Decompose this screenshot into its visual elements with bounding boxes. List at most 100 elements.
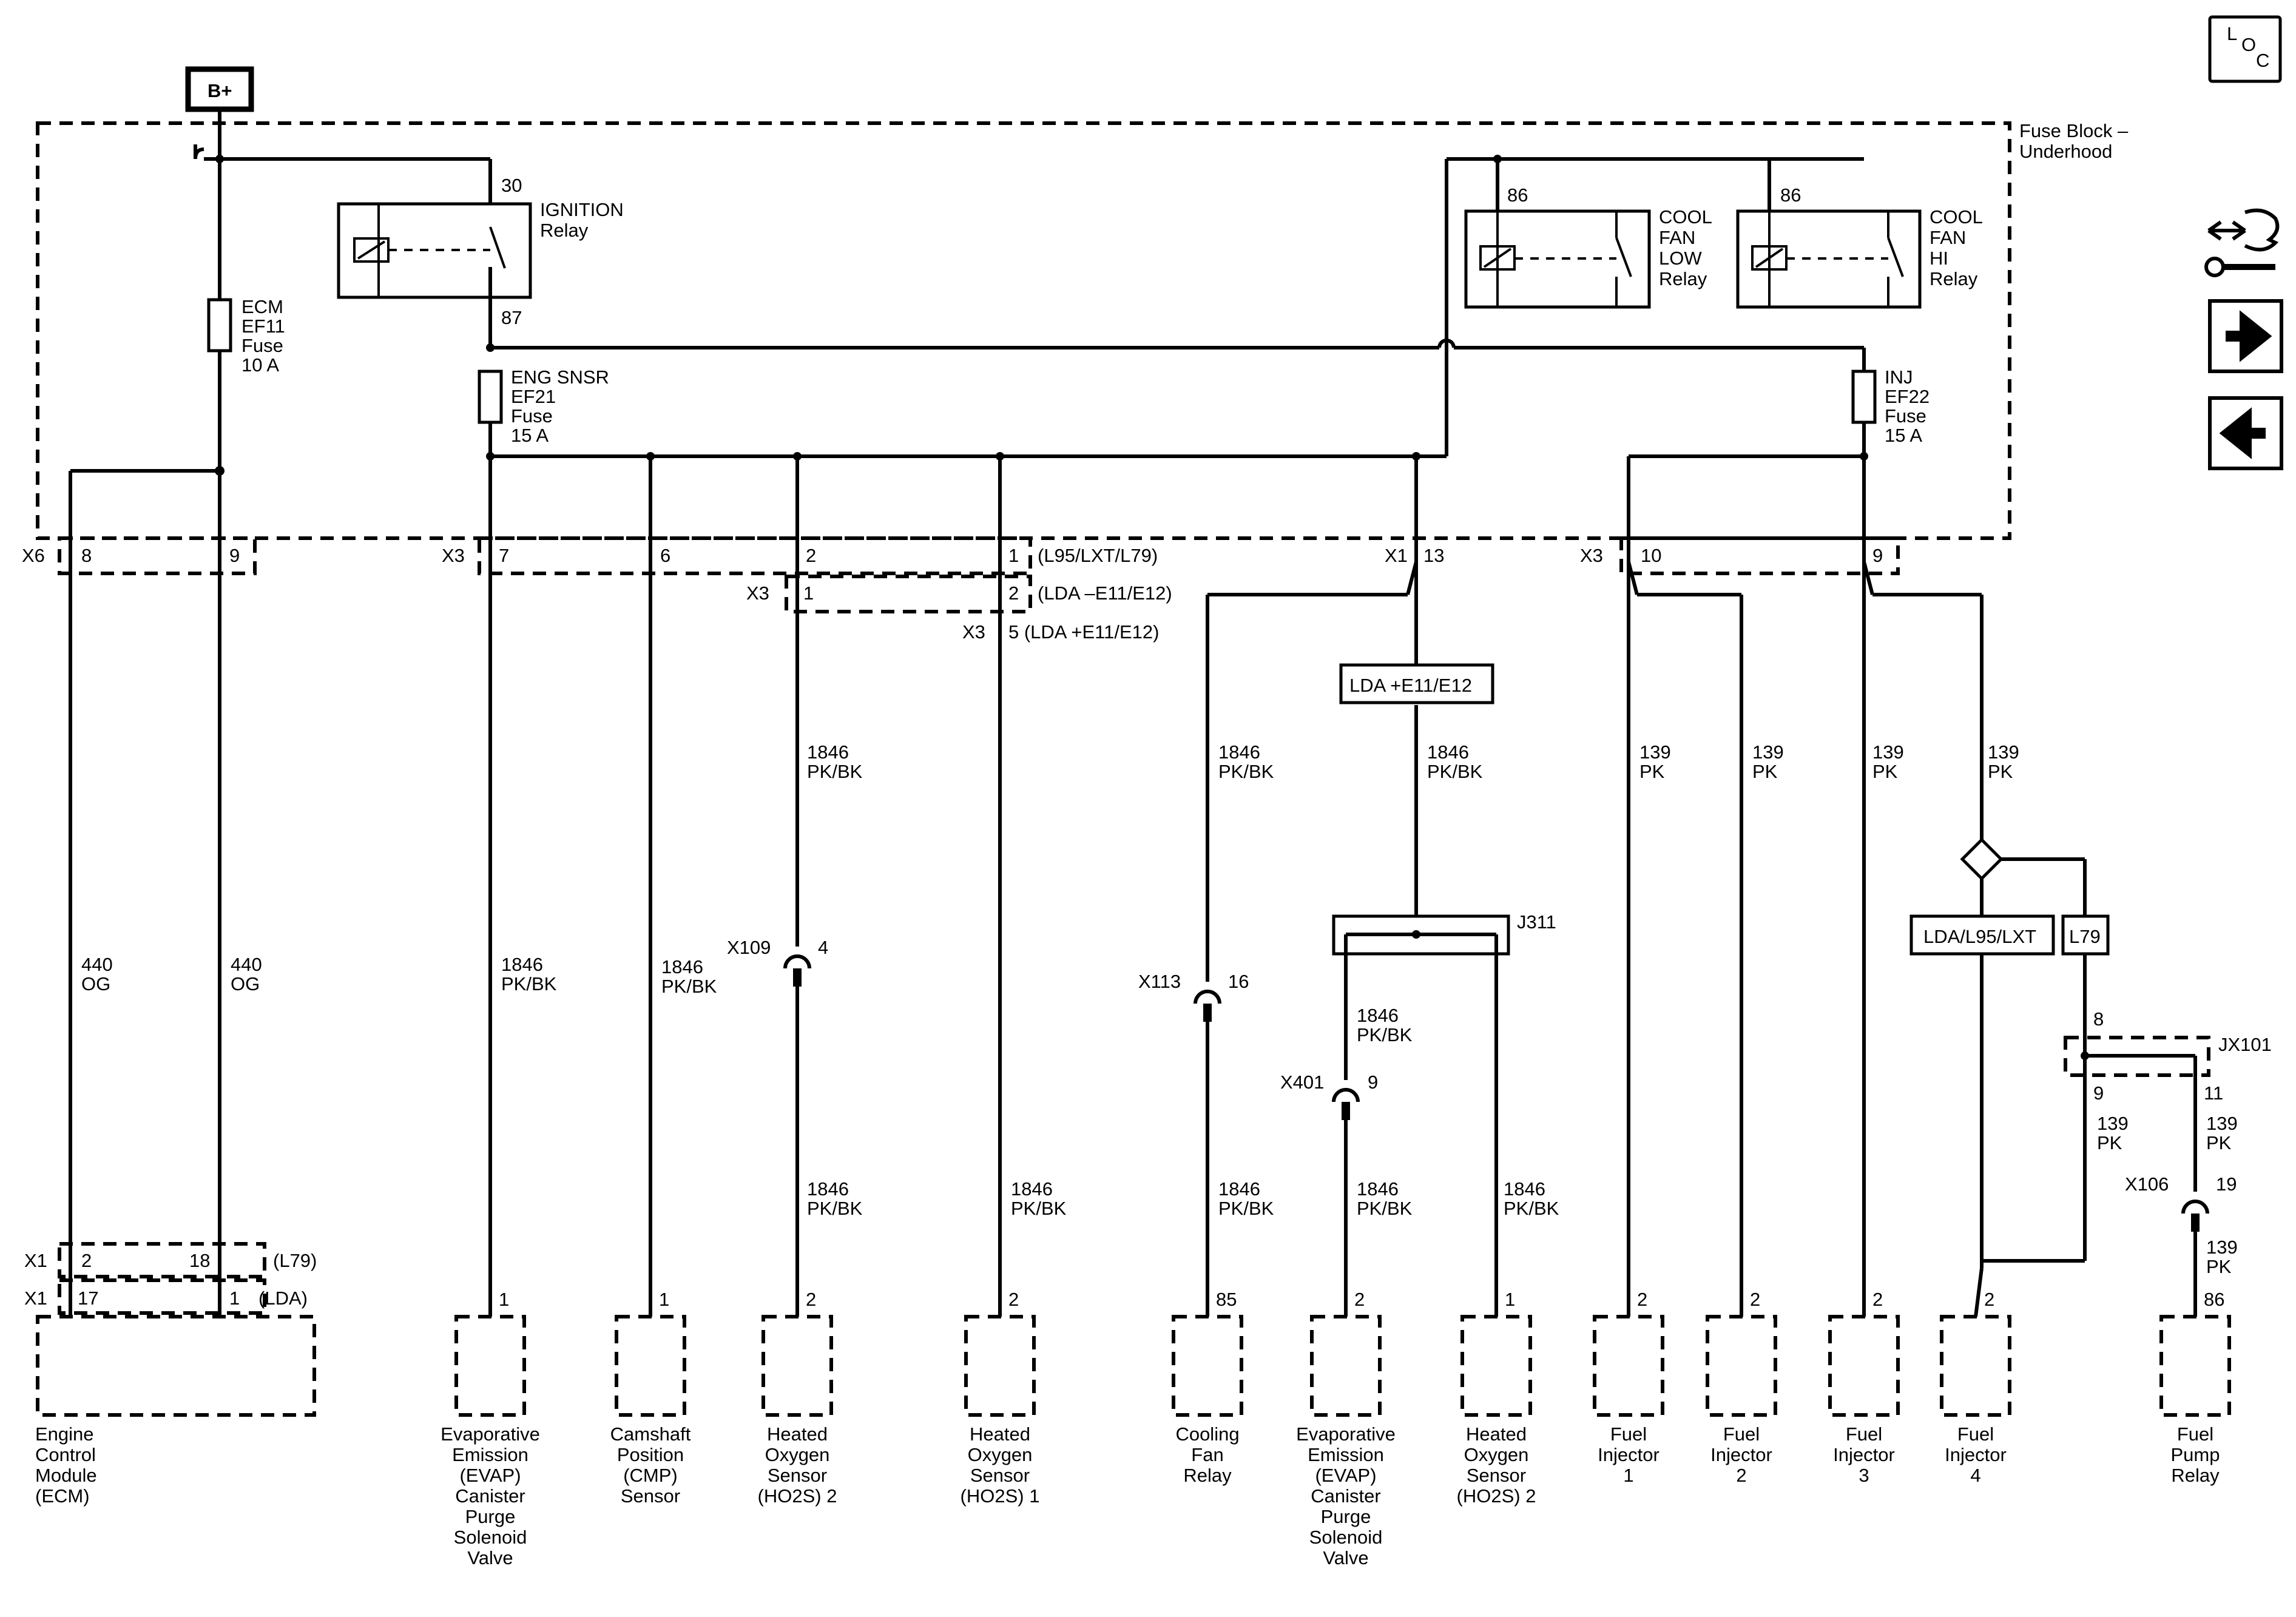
x3-pin-1: 1 bbox=[1008, 545, 1019, 566]
x3d-pin-10: 10 bbox=[1641, 545, 1661, 566]
relay-switch-icon bbox=[1887, 237, 1904, 277]
ho2s-2-b-label: Heated bbox=[1466, 1423, 1527, 1445]
option-lda-e11-e12 bbox=[1339, 663, 1494, 704]
connector-repair-icon bbox=[2204, 208, 2280, 277]
evap-solenoid-2-label: Evaporative bbox=[1296, 1423, 1396, 1445]
ignition-relay-word: Relay bbox=[540, 220, 589, 241]
connector-x106-pin: 19 bbox=[2216, 1173, 2237, 1195]
inline-connector-x106 bbox=[2181, 1200, 2209, 1232]
cmp-sensor-pin: 1 bbox=[659, 1289, 669, 1310]
wire-label-num: 1846 bbox=[807, 741, 849, 763]
wire-label-color: PK bbox=[1752, 761, 1778, 782]
connector-x401-label: X401 bbox=[1280, 1072, 1324, 1093]
connector-x3-b-label: X3 bbox=[746, 582, 769, 604]
cool-fan-hi-name: COOL bbox=[1930, 206, 1983, 228]
fuel-injector-3-box bbox=[1828, 1315, 1900, 1417]
evap-solenoid-2-label: Solenoid bbox=[1309, 1527, 1383, 1548]
fuel-injector-4-pin: 2 bbox=[1984, 1289, 1994, 1310]
evap-solenoid-1-box bbox=[454, 1315, 526, 1417]
option-lda-l95-lxt-label: LDA/L95/LXT bbox=[1923, 926, 2036, 947]
wire-label-color: PK bbox=[2206, 1256, 2232, 1277]
cooling-fan-relay-label: Cooling bbox=[1175, 1423, 1239, 1445]
evap-solenoid-1-label: Canister bbox=[455, 1485, 525, 1507]
wire-label-num: 440 bbox=[231, 954, 262, 975]
ho2s-2-a-label: (HO2S) 2 bbox=[758, 1485, 837, 1507]
relay-switch-icon bbox=[489, 226, 506, 269]
connector-x106-label: X106 bbox=[2125, 1173, 2169, 1195]
location-button[interactable]: L O C bbox=[2208, 15, 2282, 83]
fuse-inj-id: EF22 bbox=[1885, 386, 1930, 407]
wire-label-num: 1846 bbox=[1011, 1178, 1053, 1200]
fuse-inj-ef22 bbox=[1851, 370, 1877, 424]
ho2s-1-label: Oxygen bbox=[968, 1444, 1033, 1465]
next-button[interactable] bbox=[2208, 299, 2283, 373]
fuel-injector-1-pin: 2 bbox=[1637, 1289, 1647, 1310]
x1-ecm-pin-17: 17 bbox=[78, 1288, 98, 1309]
fuse-inj-rating: 15 A bbox=[1885, 425, 1922, 446]
evap-solenoid-1-label: Evaporative bbox=[441, 1423, 540, 1445]
wire-label-num: 1846 bbox=[1427, 741, 1469, 763]
connector-repair-button[interactable] bbox=[2204, 208, 2280, 277]
x3d-pin-9: 9 bbox=[1872, 545, 1883, 566]
evap-solenoid-1-component: 1EvaporativeEmission(EVAP)CanisterPurgeS… bbox=[441, 1289, 540, 1568]
connector-x1-ecm-b bbox=[58, 1278, 266, 1315]
fuel-injector-3-label: Injector bbox=[1833, 1444, 1895, 1465]
wire-label-num: 139 bbox=[2206, 1113, 2238, 1134]
evap-solenoid-1-label: Purge bbox=[465, 1506, 516, 1527]
x1-ecm-pin-18: 18 bbox=[189, 1250, 210, 1271]
wire-label-num: 1846 bbox=[1218, 741, 1260, 763]
wire-label-num: 1846 bbox=[661, 956, 703, 977]
connector-x6-pin-9: 9 bbox=[229, 545, 240, 566]
connector-x3-a-label: X3 bbox=[442, 545, 465, 566]
fuel-injector-1-label: 1 bbox=[1623, 1465, 1633, 1486]
evap-solenoid-1-label: Valve bbox=[467, 1547, 513, 1568]
fuel-injector-4-label: Fuel bbox=[1957, 1423, 1994, 1445]
wire-label-color: OG bbox=[231, 973, 260, 994]
fuse-inj-word: Fuse bbox=[1885, 405, 1926, 427]
evap-solenoid-2-label: Canister bbox=[1311, 1485, 1380, 1507]
ecm-label-1: Engine bbox=[35, 1423, 94, 1445]
connector-x1-ecm-a-label: X1 bbox=[24, 1250, 47, 1271]
inline-connector-x109 bbox=[783, 954, 811, 987]
connector-jx101-label: JX101 bbox=[2218, 1034, 2272, 1055]
option-diamond bbox=[1960, 837, 2004, 881]
wire-label-num: 1846 bbox=[1357, 1178, 1399, 1200]
fuel-injector-1-label: Fuel bbox=[1610, 1423, 1647, 1445]
connector-x1-label: X1 bbox=[1385, 545, 1408, 566]
relay-switch-icon bbox=[1615, 237, 1632, 277]
previous-button[interactable] bbox=[2208, 396, 2283, 470]
cmp-sensor-label: Sensor bbox=[621, 1485, 680, 1507]
x1-ecm-b-option: (LDA) bbox=[258, 1288, 308, 1309]
cmp-sensor-label: Camshaft bbox=[610, 1423, 691, 1445]
cool-fan-hi-pin-86: 86 bbox=[1780, 184, 1801, 206]
connector-x3-a bbox=[478, 536, 1032, 575]
option-l79-label: L79 bbox=[2069, 926, 2101, 947]
jx101-pin-8: 8 bbox=[2093, 1008, 2104, 1030]
fuel-injector-2-label: Injector bbox=[1710, 1444, 1772, 1465]
connector-x113-pin: 16 bbox=[1228, 971, 1249, 992]
wire-label-num: 139 bbox=[2097, 1113, 2129, 1134]
cool-fan-low-name-3: LOW bbox=[1659, 248, 1702, 269]
fuse-eng-snsr-rating: 15 A bbox=[511, 425, 549, 446]
fuel-injector-4-label: Injector bbox=[1945, 1444, 2007, 1465]
connector-x109-pin: 4 bbox=[818, 937, 828, 958]
cmp-sensor-label: Position bbox=[617, 1444, 684, 1465]
fuse-eng-snsr-ef21 bbox=[478, 370, 503, 424]
cool-fan-hi-name-3: HI bbox=[1930, 248, 1948, 269]
cool-fan-low-name: COOL bbox=[1659, 206, 1712, 228]
ecm-label-2: Control bbox=[35, 1444, 96, 1465]
evap-solenoid-1-pin: 1 bbox=[499, 1289, 509, 1310]
connector-x3-d bbox=[1619, 536, 1900, 575]
x3b-pin-2: 2 bbox=[1008, 582, 1019, 604]
fuel-injector-1-label: Injector bbox=[1598, 1444, 1660, 1465]
fuse-eng-snsr-word: Fuse bbox=[511, 405, 553, 427]
